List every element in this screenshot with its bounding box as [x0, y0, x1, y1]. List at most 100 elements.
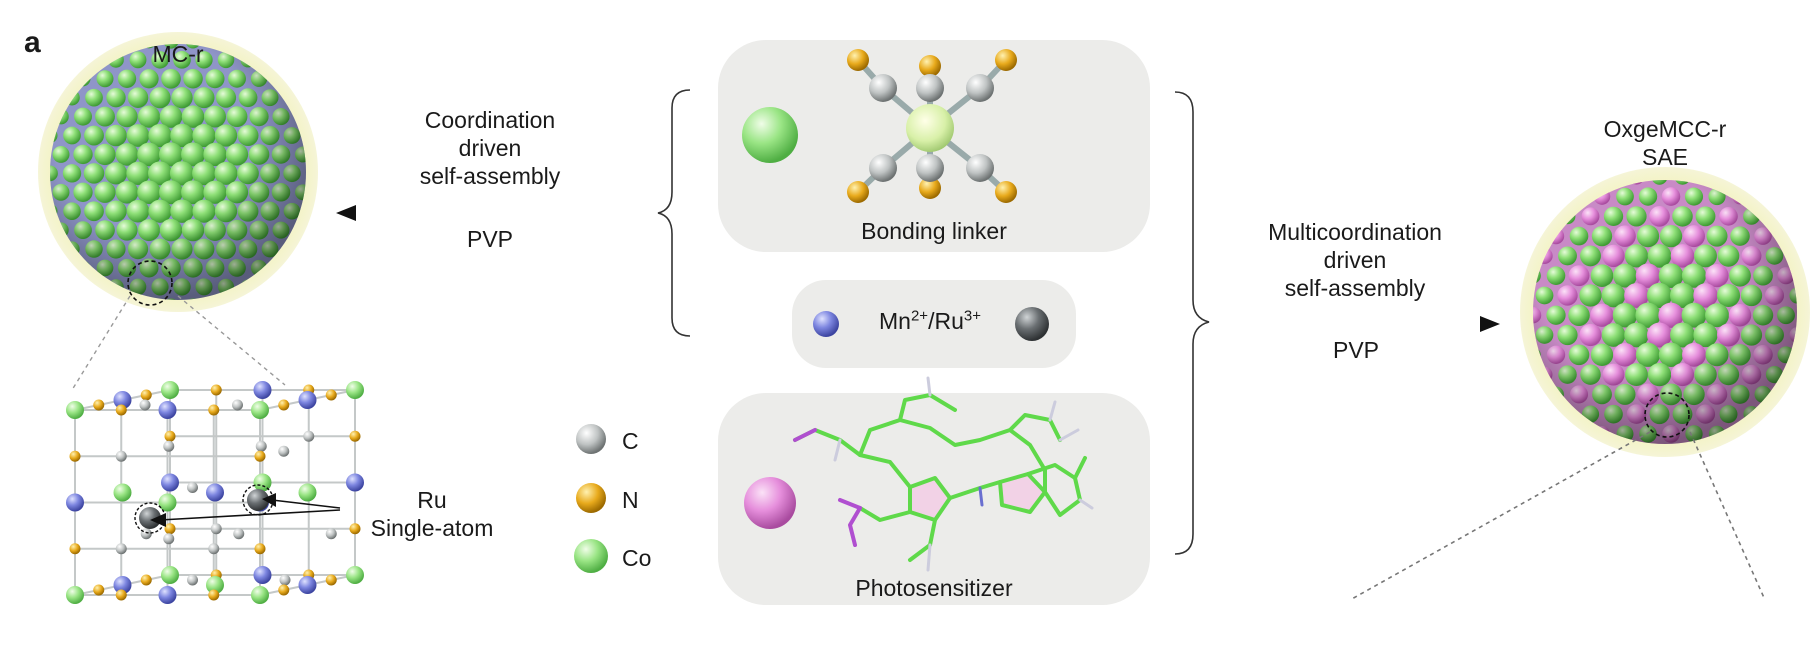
lattice-atom	[299, 391, 317, 409]
lattice-atom	[114, 484, 132, 502]
left-arrow-line3: self-assembly	[380, 162, 600, 190]
lattice-atom	[141, 390, 152, 401]
lattice-atom	[255, 451, 266, 462]
lattice-atom	[278, 400, 289, 411]
lattice-atom	[93, 400, 104, 411]
product-line1: OxgeMCC-r	[1570, 115, 1760, 143]
ru-single-atom-line1: Ru	[352, 486, 512, 514]
right-arrow-line2: driven	[1230, 246, 1480, 274]
left-arrow-label: Coordination driven self-assembly	[380, 106, 600, 190]
lattice-atom	[299, 484, 317, 502]
lattice-atom	[208, 543, 219, 554]
legend-co-sphere	[574, 539, 608, 573]
lattice-atom	[165, 431, 176, 442]
right-arrow-head	[1480, 316, 1500, 332]
lattice-atom	[161, 381, 179, 399]
mn-symbol: Mn	[879, 308, 911, 334]
lattice-atom	[303, 431, 314, 442]
lattice-atom	[232, 400, 243, 411]
lattice-atom	[254, 381, 272, 399]
lattice-atom	[251, 401, 269, 419]
legend-co-label: Co	[622, 544, 651, 572]
lattice-atom	[346, 566, 364, 584]
lattice-atom	[187, 482, 198, 493]
right-arrow-pvp: PVP	[1296, 336, 1416, 364]
lattice-atom	[70, 543, 81, 554]
left-brace	[658, 90, 690, 336]
lattice-atom	[141, 575, 152, 586]
lattice-atom	[116, 543, 127, 554]
photosensitizer-label: Photosensitizer	[784, 574, 1084, 602]
bonding-linker-label: Bonding linker	[784, 217, 1084, 245]
lattice-atom	[70, 451, 81, 462]
lattice-atom	[159, 494, 177, 512]
legend-n-label: N	[622, 486, 639, 514]
ru-single-atom-line2: Single-atom	[352, 514, 512, 542]
left-arrow-line1: Coordination	[380, 106, 600, 134]
left-arrow-pvp: PVP	[430, 225, 550, 253]
lattice-atom	[141, 528, 152, 539]
co-node-sphere	[742, 107, 798, 163]
lattice-atom	[66, 494, 84, 512]
zoom-line-product-right	[1690, 432, 1765, 600]
lattice-atom	[140, 400, 151, 411]
lattice-atom	[208, 590, 219, 601]
left-arrow-head	[336, 205, 356, 221]
lattice-atom	[116, 590, 127, 601]
lattice-atom	[280, 575, 291, 586]
ru-pointer-1	[160, 510, 340, 520]
lattice-atom	[278, 446, 289, 457]
left-arrow-line2: driven	[380, 134, 600, 162]
lattice-atom	[159, 401, 177, 419]
photosensitizer-sphere	[744, 477, 796, 529]
ru-ion-sphere	[1015, 307, 1049, 341]
lattice-atom	[163, 441, 174, 452]
lattice-atom	[93, 585, 104, 596]
ru-symbol: Ru	[934, 308, 963, 334]
panel-label: a	[24, 26, 41, 60]
ru-single-atom-label: Ru Single-atom	[352, 486, 512, 542]
lattice-atom	[326, 528, 337, 539]
lattice-atom	[159, 586, 177, 604]
mn-ion-sphere	[813, 311, 839, 337]
product-line2: SAE	[1570, 143, 1760, 171]
lattice-atom	[211, 523, 222, 534]
lattice-atom	[255, 543, 266, 554]
lattice-atom	[326, 390, 337, 401]
lattice-atom	[116, 405, 127, 416]
crystal-unit-cell	[66, 381, 364, 604]
lattice-atom	[163, 533, 174, 544]
mc-r-title: MC-r	[128, 40, 228, 68]
lattice-atom	[299, 576, 317, 594]
lattice-atom	[326, 575, 337, 586]
right-arrow-label: Multicoordination driven self-assembly	[1230, 218, 1480, 302]
lattice-atom	[211, 385, 222, 396]
product-label: OxgeMCC-r SAE	[1570, 115, 1760, 171]
lattice-atom	[208, 405, 219, 416]
lattice-atom	[346, 381, 364, 399]
right-arrow-line1: Multicoordination	[1230, 218, 1480, 246]
right-arrow-line3: self-assembly	[1230, 274, 1480, 302]
lattice-atom	[256, 441, 267, 452]
ions-label: Mn2+/Ru3+	[850, 307, 1010, 335]
lattice-atom	[278, 585, 289, 596]
lattice-atom	[66, 401, 84, 419]
lattice-atom	[66, 586, 84, 604]
legend-c-sphere	[576, 424, 606, 454]
zoom-line-product-left	[1350, 432, 1650, 600]
lattice-atom	[161, 566, 179, 584]
lattice-atom	[251, 586, 269, 604]
lattice-atom	[206, 484, 224, 502]
oxgemcc-r-nanoparticle	[1520, 167, 1810, 457]
ru-charge: 3+	[964, 307, 981, 324]
lattice-atom	[187, 575, 198, 586]
lattice-atom	[350, 431, 361, 442]
lattice-atom	[254, 566, 272, 584]
lattice-atom	[161, 474, 179, 492]
legend-c-label: C	[622, 427, 639, 455]
lattice-atom	[116, 451, 127, 462]
lattice-atom	[233, 528, 244, 539]
zoom-line-left	[72, 296, 130, 390]
mc-r-nanoparticle	[38, 32, 321, 313]
lattice-atom	[165, 523, 176, 534]
